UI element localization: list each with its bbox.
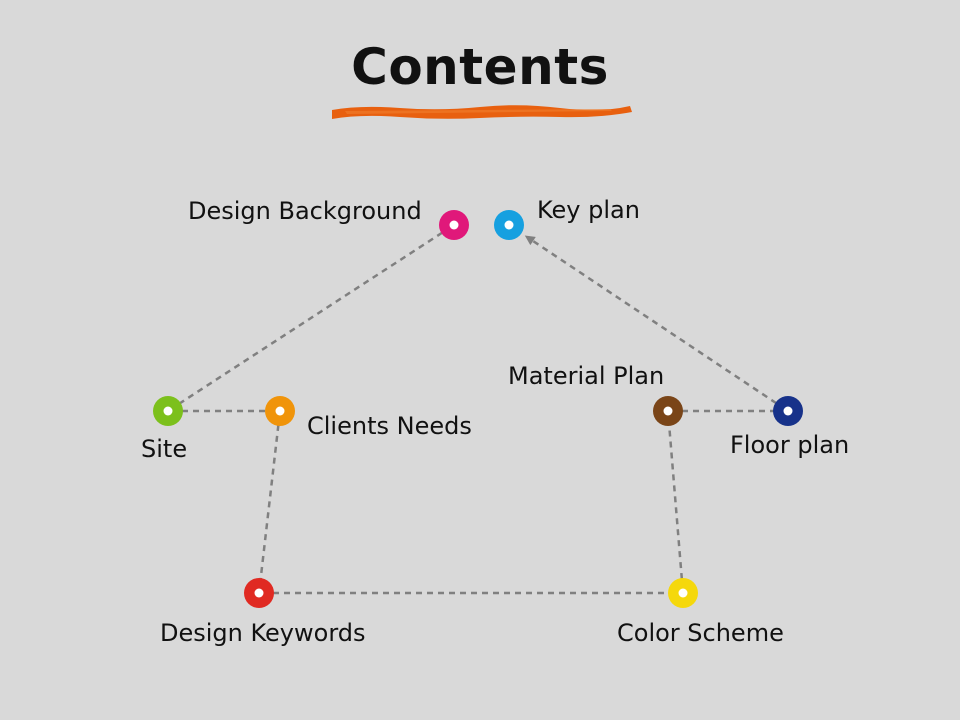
- label-floor-plan: Floor plan: [730, 431, 850, 459]
- connector-design-background-to-site: [179, 231, 443, 405]
- label-material-plan: Material Plan: [508, 362, 665, 390]
- connector-floor-plan-to-key-plan: [524, 235, 778, 405]
- connector-clients-needs-to-design-keywords: [259, 424, 280, 580]
- node-center: [663, 406, 673, 416]
- node-center: [678, 588, 688, 598]
- label-design-keywords: Design Keywords: [160, 619, 366, 647]
- label-key-plan: Key plan: [537, 196, 640, 224]
- node-center: [783, 406, 793, 416]
- node-key-plan: [494, 210, 524, 240]
- node-clients-needs: [265, 396, 295, 426]
- node-site: [153, 396, 183, 426]
- node-center: [449, 220, 459, 230]
- node-markers: [153, 210, 803, 608]
- node-center: [163, 406, 173, 416]
- label-color-scheme: Color Scheme: [617, 619, 784, 647]
- page-title: Contents: [351, 38, 609, 96]
- node-design-keywords: [244, 578, 274, 608]
- node-floor-plan: [773, 396, 803, 426]
- label-site: Site: [141, 435, 188, 463]
- label-clients-needs: Clients Needs: [307, 412, 472, 440]
- title-underline: [332, 105, 632, 119]
- node-center: [504, 220, 514, 230]
- underline-streak: [345, 109, 612, 114]
- node-color-scheme: [668, 578, 698, 608]
- connector-lines: [179, 231, 778, 595]
- node-material-plan: [653, 396, 683, 426]
- label-design-background: Design Background: [188, 197, 422, 225]
- node-center: [275, 406, 285, 416]
- node-center: [254, 588, 264, 598]
- connector-color-scheme-to-material-plan: [667, 424, 684, 580]
- node-design-background: [439, 210, 469, 240]
